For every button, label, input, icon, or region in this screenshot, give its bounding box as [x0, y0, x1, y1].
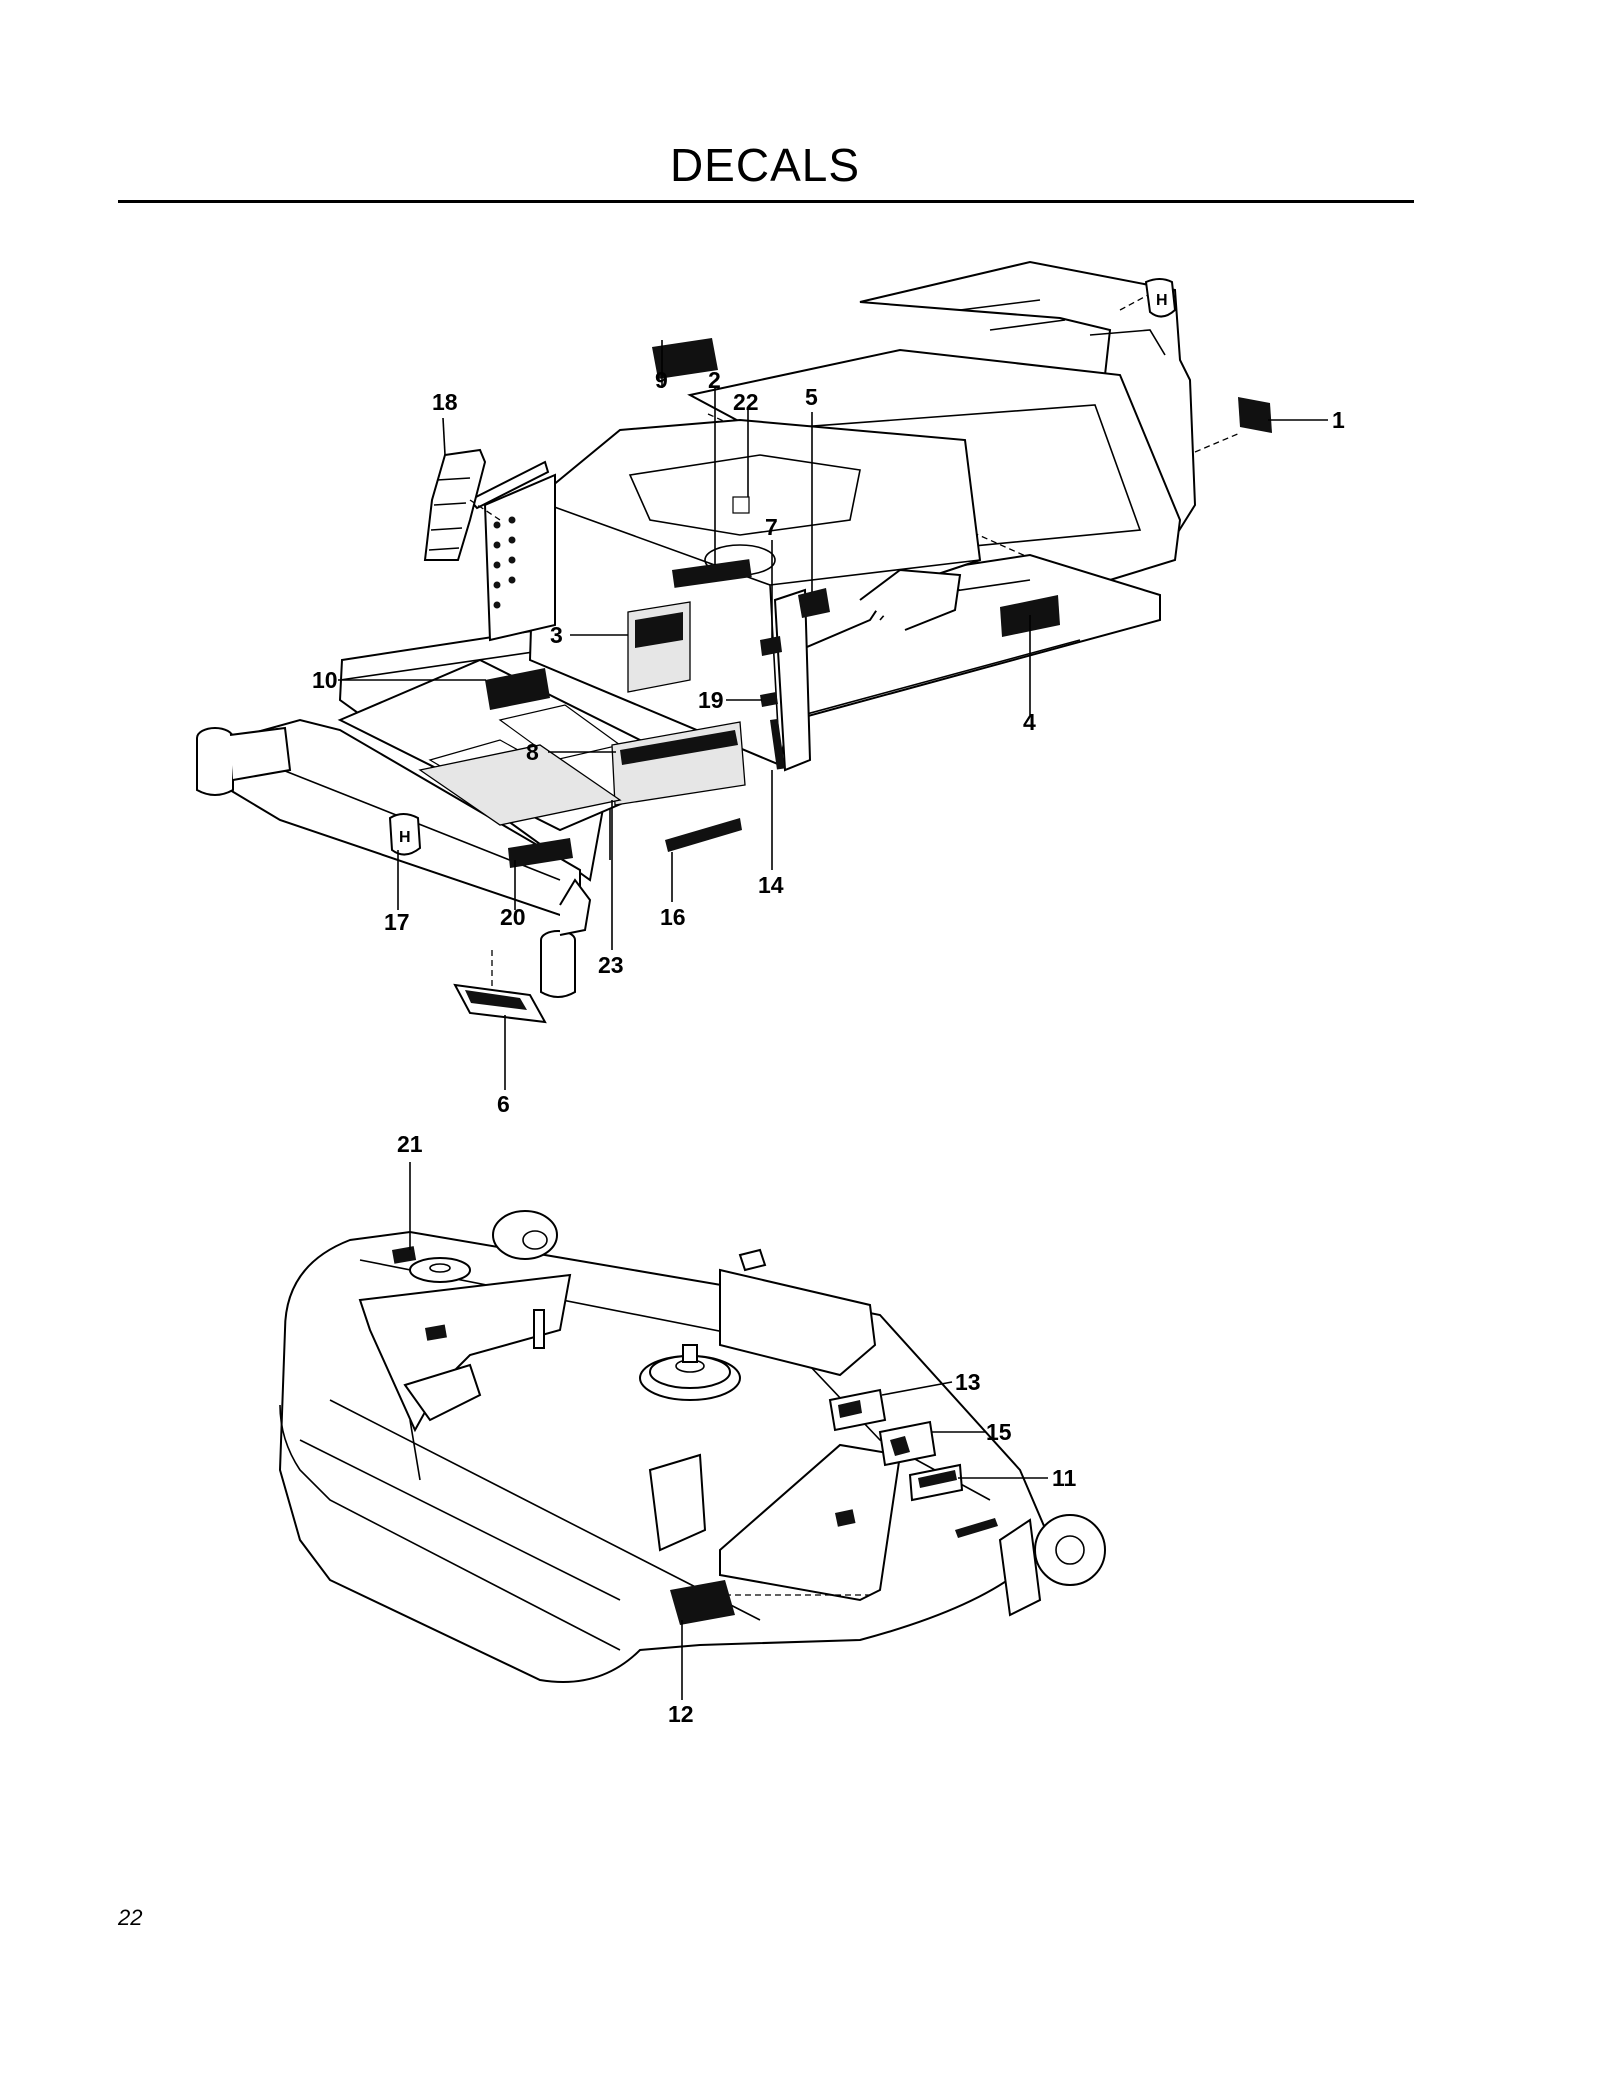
callout-9: 9: [655, 367, 668, 393]
callout-14: 14: [758, 872, 784, 898]
callout-13: 13: [955, 1369, 981, 1395]
callout-19: 19: [698, 687, 724, 713]
title-divider: [118, 200, 1414, 203]
callout-7: 7: [765, 514, 778, 540]
callout-10: 10: [312, 667, 338, 693]
mower-deck-drawing: [278, 1210, 1106, 1683]
callout-22: 22: [733, 389, 759, 415]
callout-15: 15: [986, 1419, 1012, 1445]
svg-text:H: H: [1156, 292, 1168, 309]
callout-6: 6: [497, 1091, 510, 1117]
callout-20: 20: [500, 904, 526, 930]
callout-18: 18: [432, 389, 458, 415]
callout-2: 2: [708, 367, 721, 393]
callout-17: 17: [384, 909, 410, 935]
svg-text:H: H: [399, 829, 411, 846]
callout-1: 1: [1332, 407, 1345, 433]
page-number: 22: [118, 1905, 143, 1930]
callout-labels: 1 2 3 4 5 6 7 8 9 10 11 12 13 14 15 16 1…: [312, 367, 1345, 1727]
callout-5: 5: [805, 384, 818, 410]
callout-3: 3: [550, 622, 563, 648]
callout-11: 11: [1052, 1465, 1077, 1491]
callout-23: 23: [598, 952, 624, 978]
lower-decal-marks: [392, 1246, 998, 1625]
callout-4: 4: [1023, 709, 1036, 735]
callout-21: 21: [397, 1131, 423, 1157]
page-title: DECALS: [669, 139, 861, 191]
callout-16: 16: [660, 904, 686, 930]
callout-12: 12: [668, 1701, 694, 1727]
callout-8: 8: [526, 739, 539, 765]
leader-lines: [338, 340, 1328, 1700]
